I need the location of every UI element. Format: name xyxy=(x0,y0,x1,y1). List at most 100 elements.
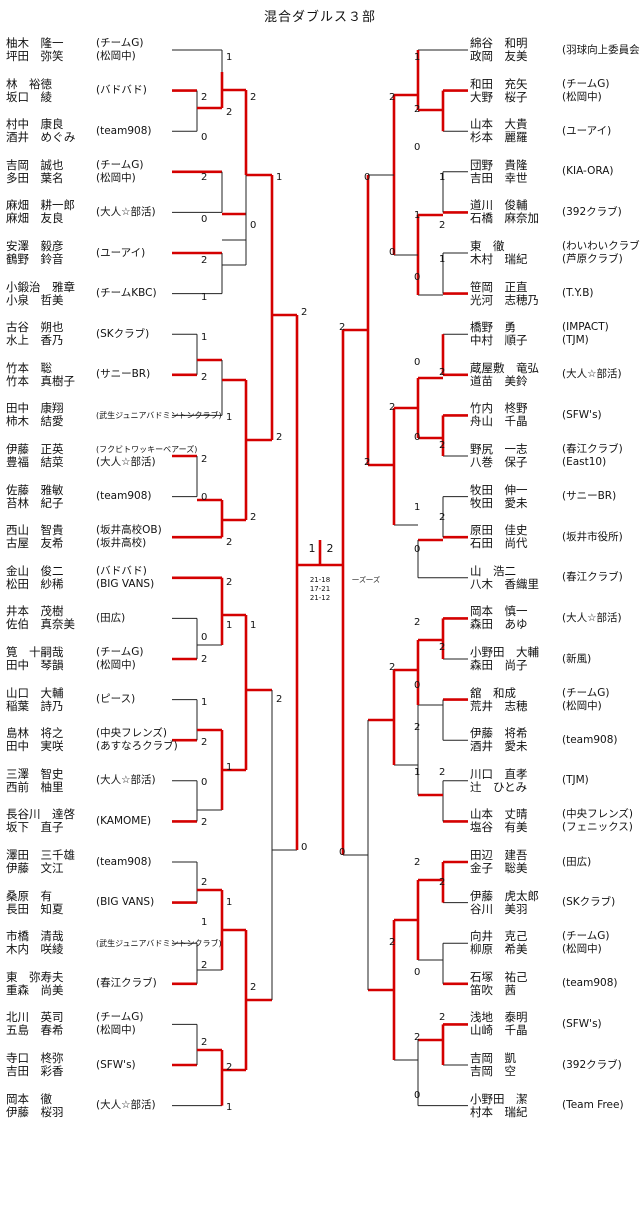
right-player-name: 原田 佳史 xyxy=(470,523,528,538)
round-win-count: 2 xyxy=(201,817,207,828)
right-team-name: (TJM) xyxy=(562,774,589,787)
right-player-name: 政岡 友美 xyxy=(470,49,528,63)
round-win-count: 2 xyxy=(201,737,207,748)
left-team-name: (坂井高校) xyxy=(96,537,147,550)
right-player-name: 辻 ひとみ xyxy=(470,779,528,794)
right-player-name: 牧田 伸一 xyxy=(470,482,528,497)
round-win-count: 2 xyxy=(276,432,282,443)
right-player-name: 向井 克己 xyxy=(470,929,528,944)
round-win-count: 0 xyxy=(414,1090,420,1101)
left-player-name: 寺口 柊弥 xyxy=(6,1051,64,1065)
left-team-name: (松岡中) xyxy=(96,171,136,184)
left-player-name: 松田 紗稀 xyxy=(6,576,64,591)
left-team-name: (田広) xyxy=(96,611,126,624)
left-player-name: 岡本 徹 xyxy=(6,1091,52,1106)
round-win-count: 0 xyxy=(414,272,420,283)
round-win-count: 2 xyxy=(439,220,445,231)
right-player-name: 金子 聡美 xyxy=(470,861,528,875)
left-player-name: 筧 十嗣哉 xyxy=(6,645,64,659)
left-player-name: 安澤 毅彦 xyxy=(6,239,64,253)
round-win-count: 2 xyxy=(439,512,445,523)
left-player-name: 西前 柚里 xyxy=(6,779,64,794)
round-win-count: 0 xyxy=(339,847,345,858)
right-team-name: (フェニックス) xyxy=(562,821,633,834)
round-win-count: 2 xyxy=(201,372,207,383)
final-right-score: 2 xyxy=(327,542,334,555)
right-player-name: 小野田 潔 xyxy=(470,1091,528,1106)
right-player-name: 橋野 勇 xyxy=(470,320,516,335)
round-win-count: 1 xyxy=(226,1102,232,1113)
right-player-name: 山本 大貴 xyxy=(470,117,528,132)
left-player-name: 長田 知夏 xyxy=(6,901,64,916)
round-win-count: 0 xyxy=(201,632,207,643)
right-player-name: 笹岡 正直 xyxy=(470,279,528,294)
right-player-name: 木村 瑞紀 xyxy=(470,252,528,266)
left-team-name: (松岡中) xyxy=(96,659,136,671)
round-win-count: 2 xyxy=(226,107,232,118)
left-team-name: (SFW's) xyxy=(96,1058,136,1071)
right-team-name: (田広) xyxy=(562,855,592,868)
round-win-count: 2 xyxy=(414,722,420,733)
right-player-name: 舟山 千晶 xyxy=(470,414,528,429)
left-player-name: 伊藤 正英 xyxy=(6,442,64,456)
round-win-count: 2 xyxy=(414,857,420,868)
round-win-count: 2 xyxy=(250,982,256,993)
left-player-name: 古屋 友希 xyxy=(6,536,64,551)
left-player-name: 伊藤 文江 xyxy=(6,861,64,875)
left-player-name: 竹本 真樹子 xyxy=(6,373,75,388)
left-player-name: 井本 茂樹 xyxy=(6,604,64,619)
left-player-name: 重森 尚美 xyxy=(6,982,64,997)
right-player-name: 綿谷 和明 xyxy=(470,36,528,50)
left-team-name: (BIG VANS) xyxy=(96,577,155,590)
left-player-name: 佐伯 真奈美 xyxy=(6,617,75,632)
left-player-name: 山口 大輔 xyxy=(6,685,64,700)
round-win-count: 2 xyxy=(439,1012,445,1023)
left-team-name: (大人☆部活) xyxy=(96,774,156,787)
left-player-name: 西山 智貴 xyxy=(6,523,64,538)
round-win-count: 2 xyxy=(364,457,370,468)
round-win-count: 2 xyxy=(439,367,445,378)
right-player-name: 石田 尚代 xyxy=(470,536,528,551)
left-team-name: (チームG) xyxy=(96,37,144,49)
left-team-name: (team908) xyxy=(96,855,152,868)
left-player-name: 桑原 有 xyxy=(6,888,52,903)
right-player-name: 道川 俊輔 xyxy=(470,198,528,213)
left-team-name: (松岡中) xyxy=(96,50,136,62)
left-team-name: (バドバド) xyxy=(96,84,147,97)
right-player-name: 村本 瑞紀 xyxy=(470,1104,528,1119)
right-player-name: 吉岡 空 xyxy=(470,1064,516,1078)
round-win-count: 2 xyxy=(414,1032,420,1043)
right-player-name: 舘 和成 xyxy=(470,685,516,700)
round-win-count: 2 xyxy=(201,960,207,971)
round-win-count: 0 xyxy=(250,220,256,231)
left-player-name: 長谷川 達啓 xyxy=(6,807,75,822)
round-win-count: 2 xyxy=(339,322,345,333)
right-player-name: 酒井 愛未 xyxy=(470,739,528,754)
left-team-name: (ユーアイ) xyxy=(96,246,146,259)
left-player-name: 金山 俊二 xyxy=(6,563,64,578)
right-team-name: (Team Free) xyxy=(562,1099,624,1112)
left-team-name: (チームG) xyxy=(96,646,144,658)
left-player-name: 水上 香乃 xyxy=(6,333,64,348)
right-team-name: (KIA-ORA) xyxy=(562,165,614,178)
right-player-name: 東 徹 xyxy=(470,239,505,253)
left-player-name: 柚木 隆一 xyxy=(6,36,64,50)
round-win-count: 2 xyxy=(301,307,307,318)
left-team-name: (坂井高校OB) xyxy=(96,524,162,537)
right-team-name: (チームG) xyxy=(562,930,610,943)
right-team-name: (team908) xyxy=(562,733,618,746)
round-win-count: 2 xyxy=(439,877,445,888)
round-win-count: 0 xyxy=(201,214,207,225)
final-left-score: 1 xyxy=(309,542,316,555)
left-player-name: 稲葉 詩乃 xyxy=(6,698,64,713)
left-player-name: 田中 康翔 xyxy=(6,401,64,416)
round-win-count: 2 xyxy=(439,642,445,653)
right-player-name: 光河 志穂乃 xyxy=(470,292,539,307)
right-player-name: 笛吹 茜 xyxy=(470,982,516,997)
round-win-count: 2 xyxy=(414,617,420,628)
left-team-name: (バドバド) xyxy=(96,564,147,577)
left-player-name: 坂下 直子 xyxy=(6,820,64,835)
round-win-count: 0 xyxy=(414,357,420,368)
right-player-name: 吉田 幸世 xyxy=(470,170,528,185)
